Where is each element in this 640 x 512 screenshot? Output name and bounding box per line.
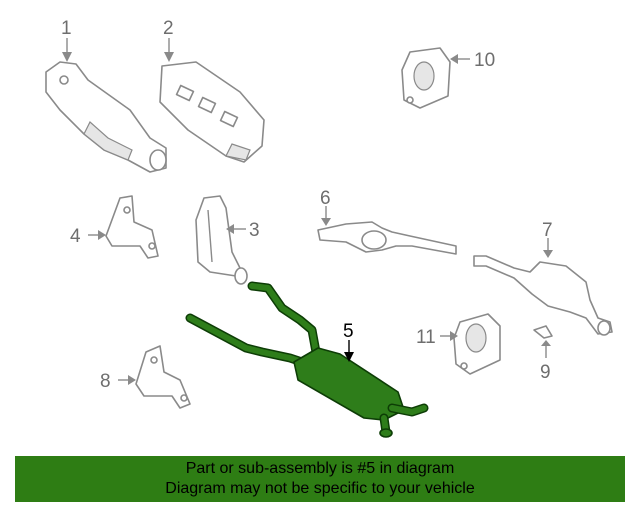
callout-1[interactable]: 1: [61, 18, 72, 39]
callout-3[interactable]: 3: [249, 220, 260, 241]
banner-line-1: Part or sub-assembly is #5 in diagram: [185, 460, 455, 477]
banner-line-2: Diagram may not be specific to your vehi…: [165, 480, 475, 497]
callout-4[interactable]: 4: [70, 226, 81, 247]
part-8-bracket[interactable]: [135, 345, 191, 409]
callout-11[interactable]: 11: [416, 327, 436, 348]
part-5-front-pipe-muffler[interactable]: [185, 281, 429, 438]
callout-8[interactable]: 8: [100, 371, 111, 392]
callout-7[interactable]: 7: [542, 220, 553, 241]
part-info-banner: Part or sub-assembly is #5 in diagram Di…: [15, 456, 625, 502]
part-7-rear-muffler[interactable]: [473, 255, 613, 336]
callout-2[interactable]: 2: [163, 18, 174, 39]
part-3-catalytic-converter[interactable]: [195, 195, 248, 285]
part-10-hanger[interactable]: [401, 47, 451, 109]
callout-5[interactable]: 5: [343, 321, 354, 342]
callout-10[interactable]: 10: [474, 50, 495, 71]
callout-9[interactable]: 9: [540, 362, 551, 383]
part-1-exhaust-manifold[interactable]: [45, 61, 167, 173]
callout-6[interactable]: 6: [320, 188, 331, 209]
part-11-hanger[interactable]: [453, 313, 501, 375]
part-9-clip[interactable]: [533, 325, 553, 339]
exhaust-parts-diagram: 1 2 3 4 5: [45, 18, 613, 438]
part-4-bracket[interactable]: [105, 195, 159, 259]
part-6-intermediate-pipe[interactable]: [317, 221, 457, 255]
part-2-heat-shield[interactable]: [159, 61, 265, 163]
